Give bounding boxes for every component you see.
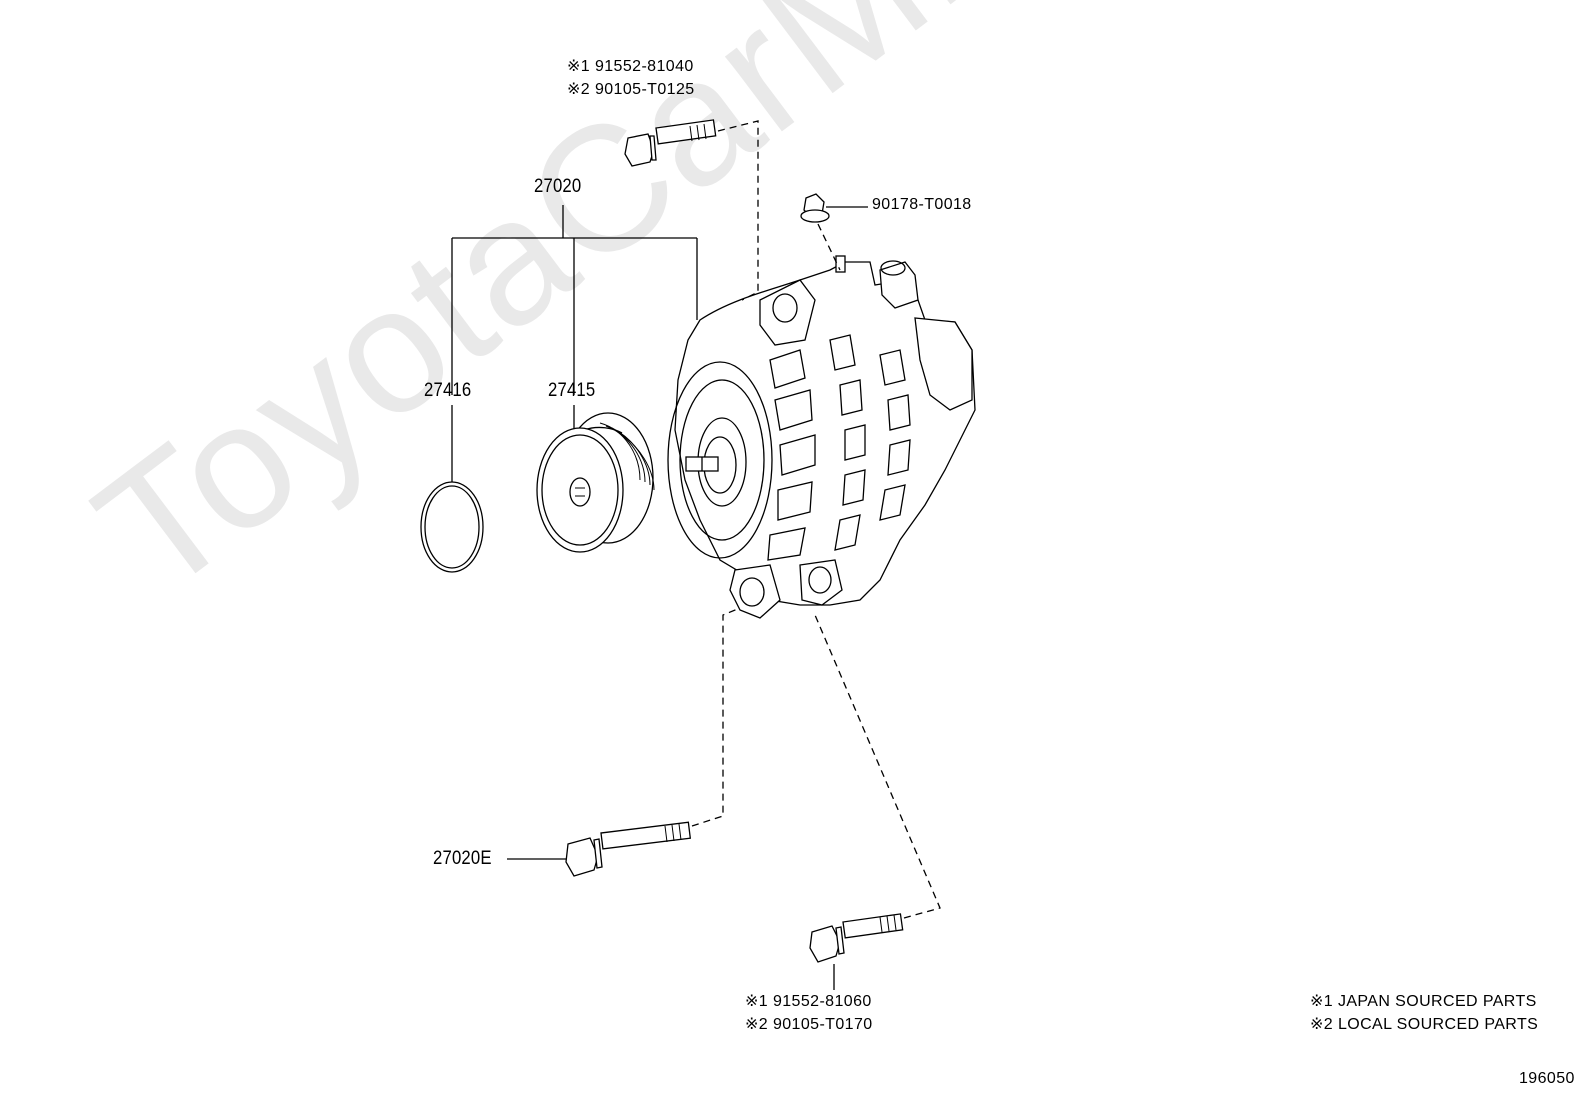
long-bolt-dashed-line [691, 607, 741, 827]
long-bolt-icon [565, 821, 692, 877]
nut-icon [800, 193, 830, 223]
long-bolt-label: 27020E [433, 848, 492, 869]
assembly-label: 27020 [534, 176, 582, 197]
bottom-bolt-dashed-line [814, 614, 941, 919]
pulley-icon [536, 412, 655, 553]
top-bolt-label-1: ※1 91552-81040 [567, 58, 694, 75]
snap-ring-icon [420, 481, 484, 573]
bottom-bolt-label-2: ※2 90105-T0170 [745, 1016, 873, 1033]
alternator-icon [667, 255, 976, 619]
assembly-bracket [451, 205, 698, 482]
nut-dashed-line [817, 223, 841, 271]
snap-ring-label: 27416 [424, 380, 472, 401]
top-bolt-icon [624, 119, 717, 167]
top-bolt-leader [717, 120, 759, 301]
nut-label: 90178-T0018 [872, 196, 972, 213]
figure-number: 196050 [1519, 1070, 1575, 1087]
legend-local: ※2 LOCAL SOURCED PARTS [1310, 1016, 1539, 1033]
pulley-label: 27415 [548, 380, 596, 401]
legend-japan: ※1 JAPAN SOURCED PARTS [1310, 993, 1537, 1010]
bottom-bolt-label-1: ※1 91552-81060 [745, 993, 872, 1010]
top-bolt-label-2: ※2 90105-T0125 [567, 81, 695, 98]
bottom-bolt-icon [809, 913, 904, 963]
